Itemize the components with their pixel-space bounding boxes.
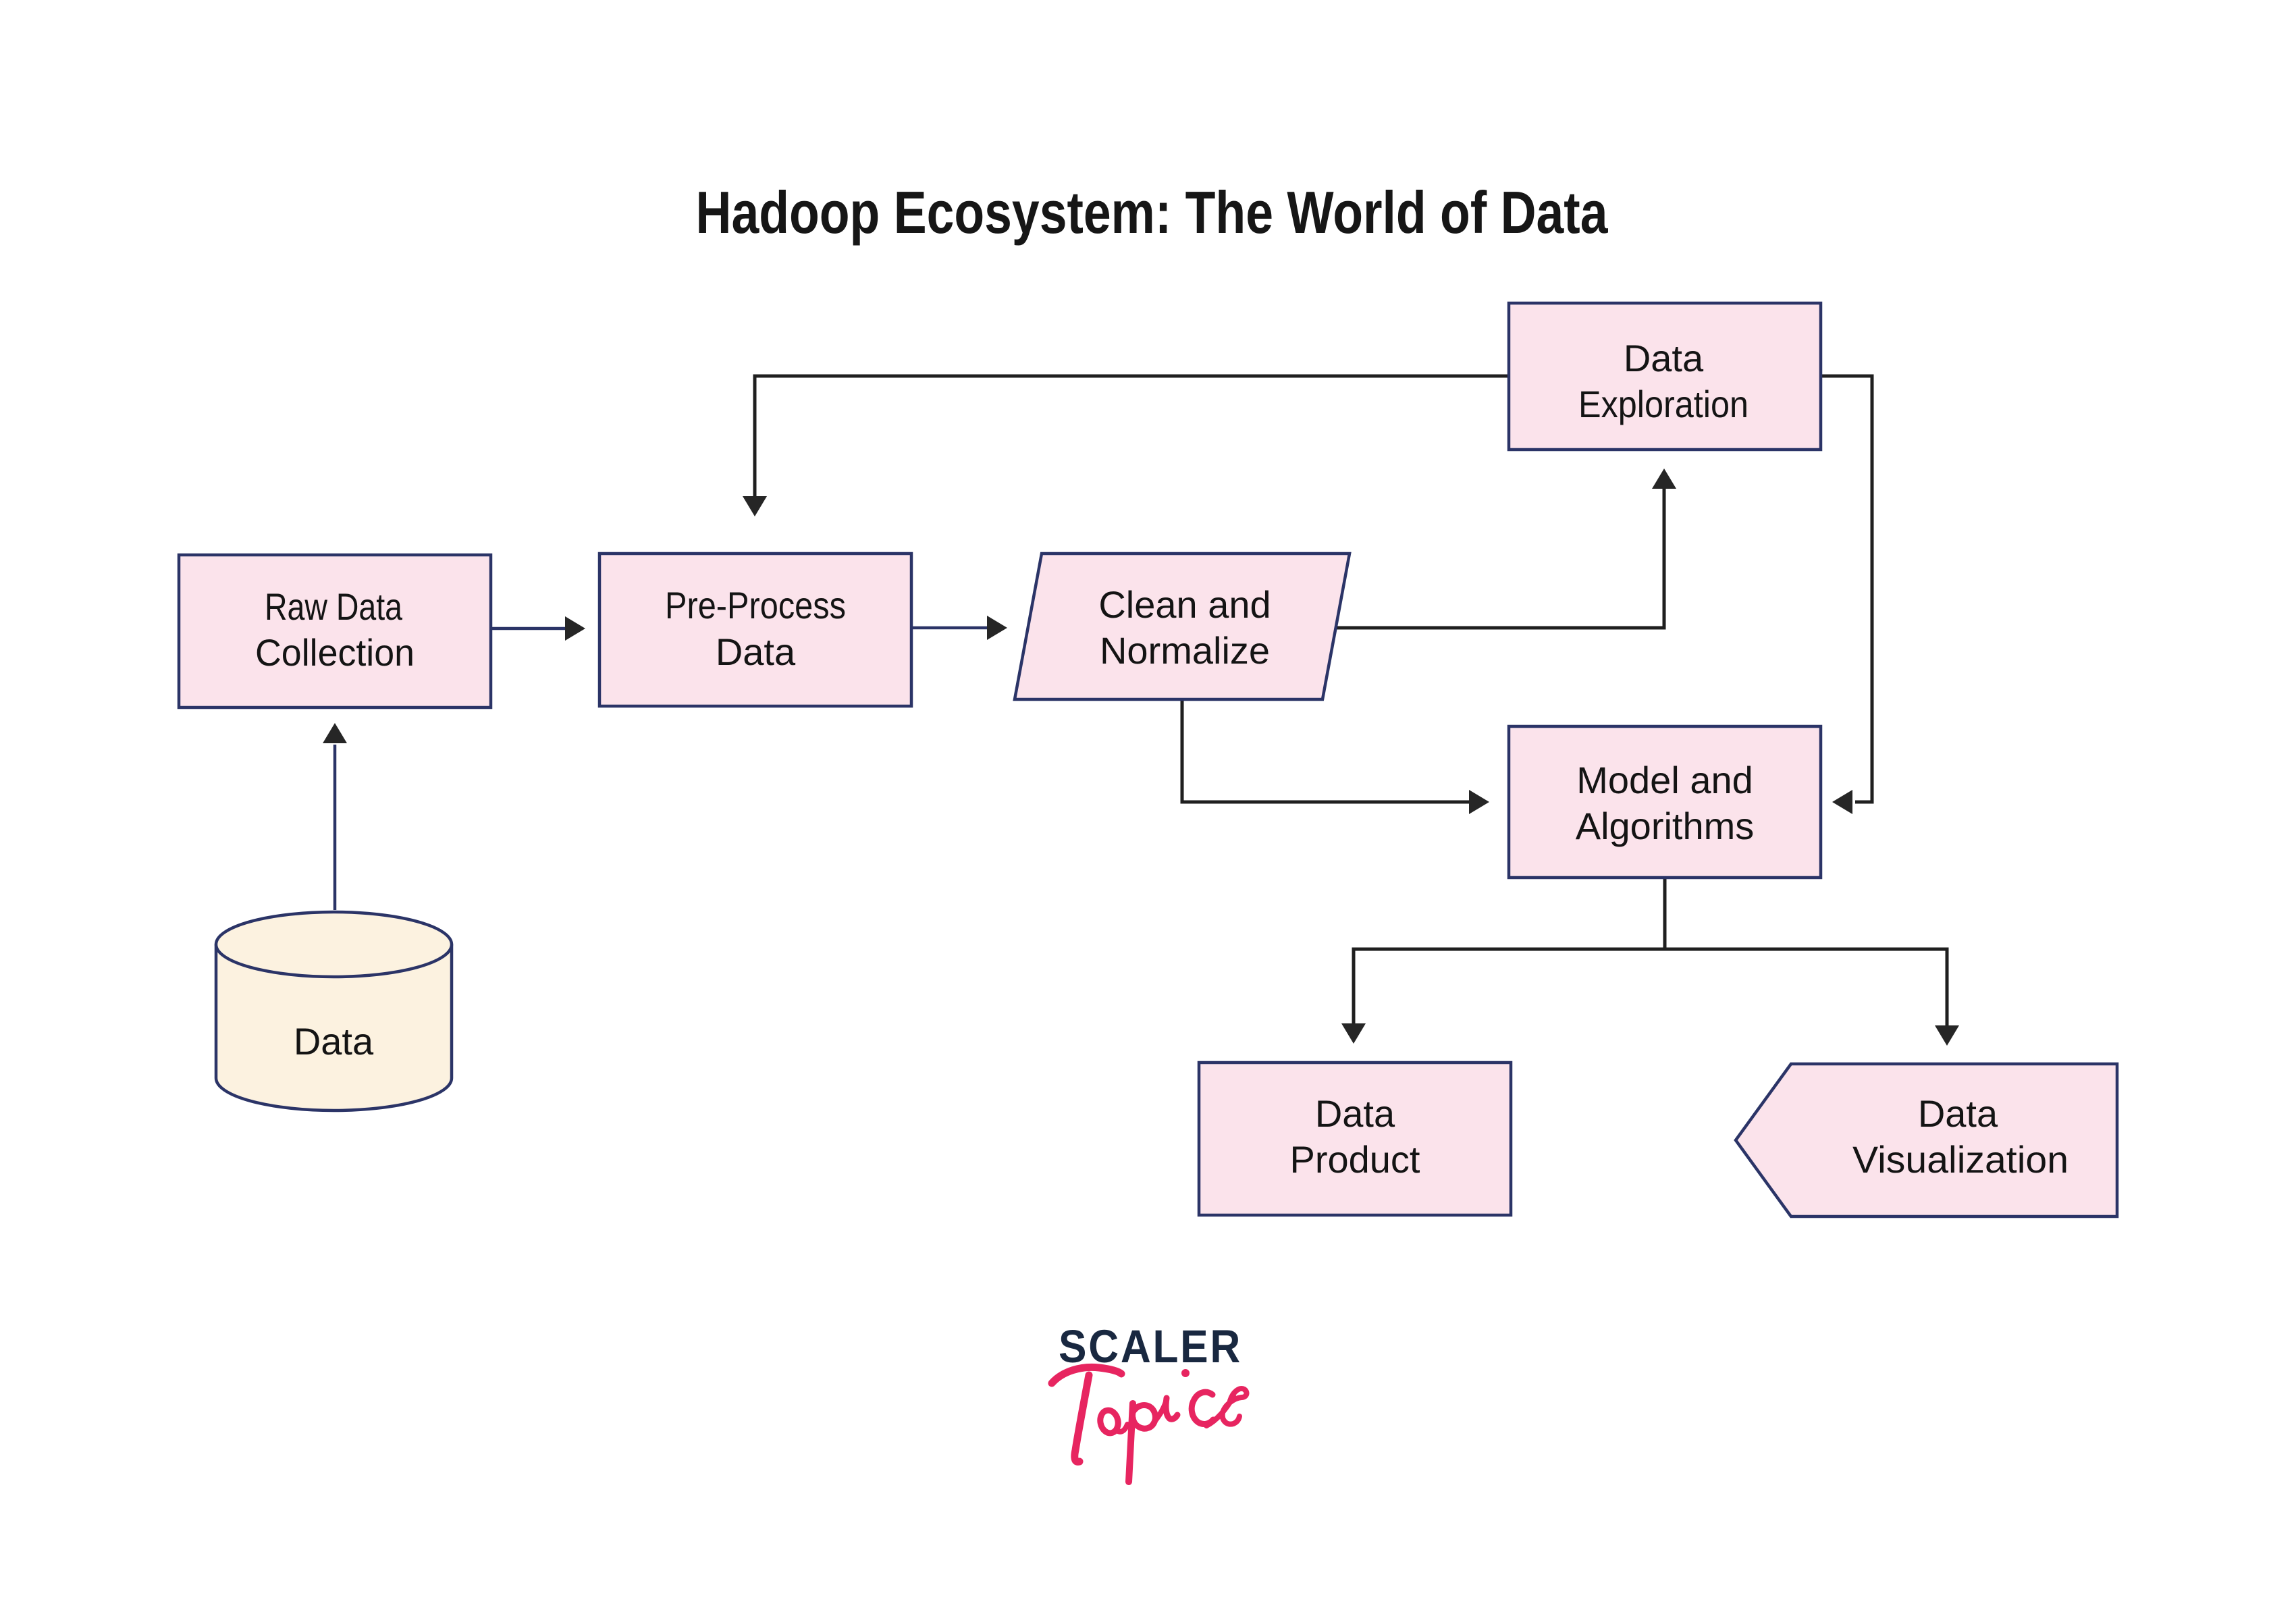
svg-text:Exploration: Exploration <box>1578 383 1748 425</box>
svg-text:Visualization: Visualization <box>1852 1138 2068 1181</box>
svg-text:Pre-Process: Pre-Process <box>665 584 846 626</box>
svg-text:Model and: Model and <box>1576 759 1753 801</box>
svg-text:Product: Product <box>1290 1138 1420 1181</box>
svg-text:Data: Data <box>1918 1092 1998 1135</box>
svg-text:Data: Data <box>294 1020 374 1063</box>
svg-text:Raw Data: Raw Data <box>265 585 403 628</box>
svg-text:Data: Data <box>1624 337 1704 379</box>
svg-text:Normalize: Normalize <box>1100 629 1270 672</box>
svg-text:Collection: Collection <box>255 631 415 674</box>
svg-text:Data: Data <box>1315 1092 1395 1135</box>
svg-text:Data: Data <box>716 631 796 673</box>
svg-text:Hadoop Ecosystem: The World of: Hadoop Ecosystem: The World of Data <box>696 179 1609 246</box>
svg-text:Algorithms: Algorithms <box>1576 805 1755 847</box>
svg-text:Clean and: Clean and <box>1098 583 1271 626</box>
